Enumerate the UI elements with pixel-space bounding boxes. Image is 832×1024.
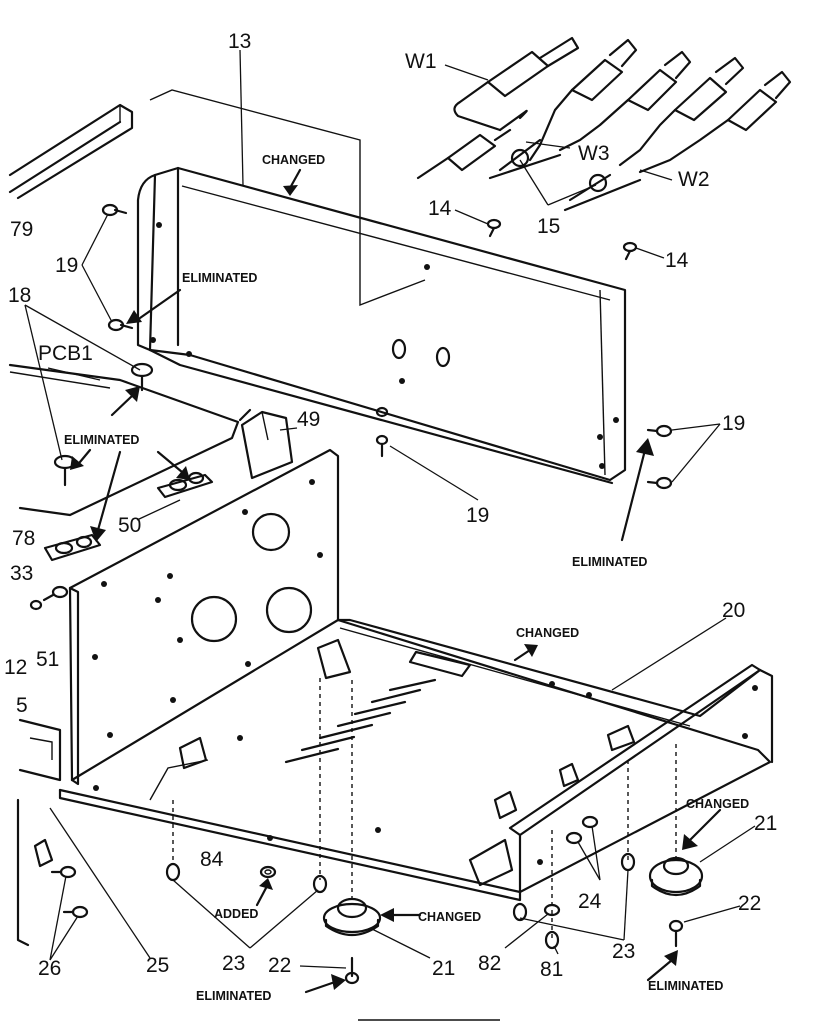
- callout-51: 51: [36, 648, 59, 671]
- callout-24: 24: [578, 890, 602, 913]
- note-arrows: [70, 168, 722, 994]
- pcb1-board: [8, 363, 252, 517]
- screw-19-center: [375, 406, 389, 458]
- note-changed-panel: CHANGED: [262, 153, 325, 167]
- callout-21-right: 21: [754, 812, 777, 835]
- change-notes: CHANGED ELIMINATED ELIMINATED ELIMINATED…: [64, 153, 749, 1003]
- callout-50: 50: [118, 514, 141, 537]
- assembly-guide-line: [149, 89, 426, 307]
- callout-13: 13: [228, 30, 251, 53]
- callout-15: 15: [537, 215, 560, 238]
- foot-21-left: [322, 897, 382, 937]
- callout-26: 26: [38, 957, 61, 980]
- screw-22-left: [344, 956, 360, 985]
- callout-14-right: 14: [665, 249, 689, 272]
- screw-14-middle: [486, 218, 502, 238]
- callout-84: 84: [200, 848, 224, 871]
- note-changed-foot: CHANGED: [418, 910, 481, 924]
- screw-14-right: [622, 241, 638, 261]
- cable-w2: [563, 56, 792, 212]
- note-changed-chassis: CHANGED: [516, 626, 579, 640]
- callout-19-center: 19: [466, 504, 489, 527]
- callout-33: 33: [10, 562, 33, 585]
- screw-19-right-lower: [646, 476, 673, 490]
- rear-panel-13: [136, 166, 627, 485]
- screw-26-upper: [50, 865, 77, 879]
- callout-82: 82: [478, 952, 501, 975]
- note-changed-foot-right: CHANGED: [686, 797, 749, 811]
- screw-24: [565, 815, 599, 845]
- callout-w1: W1: [405, 50, 437, 73]
- callout-49: 49: [297, 408, 320, 431]
- screw-51: [42, 585, 69, 602]
- screw-19-right-upper: [646, 424, 673, 438]
- screw-22-right: [668, 919, 684, 948]
- part-78-block: [43, 533, 102, 562]
- leader-lines: [24, 49, 756, 969]
- screw-26-lower: [62, 905, 89, 919]
- callout-81: 81: [540, 958, 563, 981]
- chassis-20: [58, 448, 774, 902]
- note-eliminated-pcb: ELIMINATED: [64, 433, 139, 447]
- callout-14-middle: 14: [428, 197, 452, 220]
- callout-labels: 13 79 19 18 PCB1 W1 W3 W2 14 14 15 19 19…: [4, 30, 777, 981]
- callout-21-left: 21: [432, 957, 455, 980]
- callout-w2: W2: [678, 168, 710, 191]
- callout-25: 25: [146, 954, 169, 977]
- note-eliminated-right: ELIMINATED: [572, 555, 647, 569]
- callout-pcb1: PCB1: [38, 342, 93, 365]
- callout-19-left: 19: [55, 254, 78, 277]
- note-eliminated-22: ELIMINATED: [196, 989, 271, 1003]
- screw-23-left-b: [312, 874, 328, 894]
- cable-w3: [488, 38, 692, 180]
- screw-23-left-a: [165, 862, 181, 882]
- callout-23-left: 23: [222, 952, 245, 975]
- callout-5: 5: [16, 694, 28, 717]
- left-side-bracket: [16, 718, 62, 947]
- note-added-84: ADDED: [214, 907, 258, 921]
- callout-19-right: 19: [722, 412, 745, 435]
- callout-18: 18: [8, 284, 31, 307]
- note-eliminated-19: ELIMINATED: [182, 271, 257, 285]
- screw-82-81: [512, 902, 561, 950]
- screw-18: [130, 362, 154, 392]
- bracket-49: [240, 410, 294, 480]
- screw-19-left-bottom: [107, 318, 134, 332]
- rear-rail: [8, 103, 134, 200]
- washer-84: [259, 865, 277, 879]
- foot-21-right: [648, 856, 704, 897]
- note-eliminated-bottom-right: ELIMINATED: [648, 979, 723, 993]
- callout-w3: W3: [578, 142, 610, 165]
- callout-20: 20: [722, 599, 745, 622]
- screw-33: [29, 599, 43, 611]
- screw-19-left-top: [101, 203, 128, 217]
- callout-22-left: 22: [268, 954, 291, 977]
- callout-12: 12: [4, 656, 27, 679]
- callout-79: 79: [10, 218, 33, 241]
- callout-78: 78: [12, 527, 35, 550]
- cable-w1: [416, 36, 580, 180]
- assembly-dashed-lines: [172, 678, 677, 940]
- callout-23-right: 23: [612, 940, 635, 963]
- callout-22-right: 22: [738, 892, 761, 915]
